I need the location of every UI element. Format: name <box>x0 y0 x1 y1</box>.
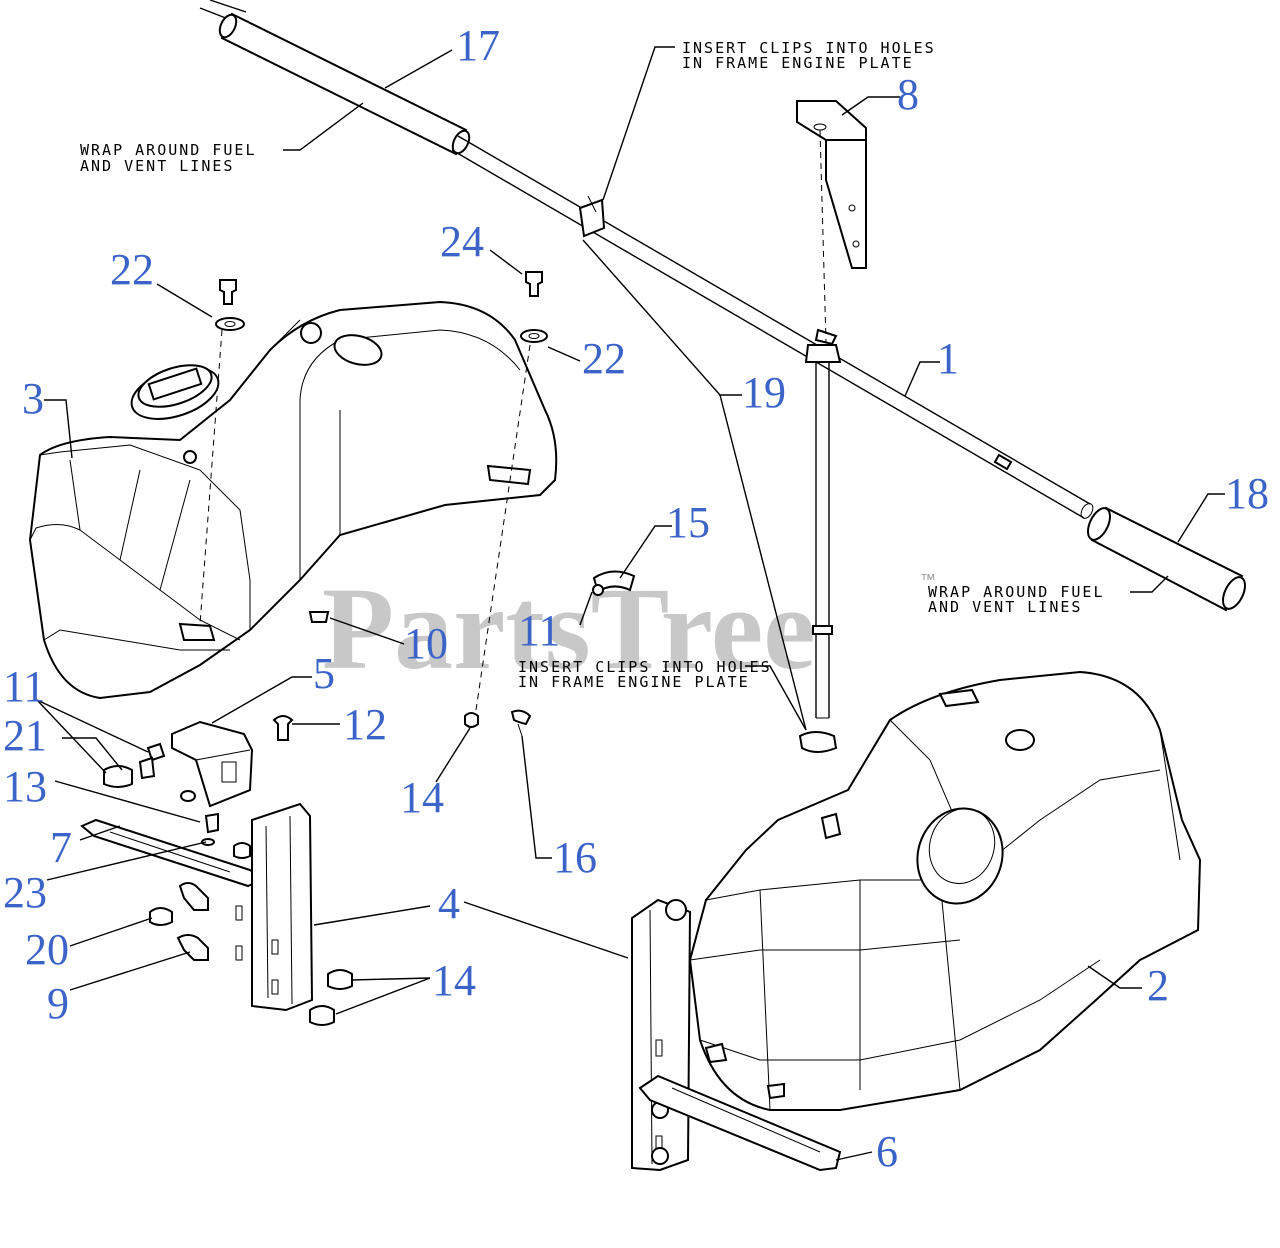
svg-text:INSERT CLIPS INTO HOLES: INSERT CLIPS INTO HOLES <box>518 658 772 676</box>
callout-23: 23 <box>3 868 47 917</box>
svg-text:IN FRAME ENGINE PLATE: IN FRAME ENGINE PLATE <box>518 673 750 691</box>
fuel-line-assembly <box>199 0 1246 753</box>
callout-19: 19 <box>742 368 786 417</box>
callout-18: 18 <box>1225 469 1269 518</box>
cap-part-21 <box>103 765 133 788</box>
bracket-part-8 <box>796 100 867 343</box>
sleeve-part-18 <box>1090 506 1244 612</box>
callout-22-left: 22 <box>110 245 154 294</box>
strap-part-6 <box>638 1074 842 1172</box>
bolt-part-22-left <box>215 279 245 331</box>
callout-21: 21 <box>3 711 47 760</box>
callout-11-right: 11 <box>518 606 560 655</box>
callout-22-right: 22 <box>582 334 626 383</box>
bracket-part-4-left <box>251 802 314 1012</box>
callout-9: 9 <box>47 979 69 1028</box>
note-insert-clips-top: INSERT CLIPS INTO HOLES IN FRAME ENGINE … <box>602 39 936 201</box>
callout-labels: 1 2 3 4 5 6 7 8 9 10 11 11 12 13 14 14 1… <box>3 21 1269 1176</box>
callout-14-right: 14 <box>432 956 476 1005</box>
watermark-text: PartsTree <box>322 563 816 694</box>
clip-part-16 <box>510 709 532 726</box>
callout-7: 7 <box>50 823 72 872</box>
spacer-part-20 <box>149 907 173 926</box>
washer-part-22-right <box>520 329 548 343</box>
callout-20: 20 <box>25 925 69 974</box>
callout-2: 2 <box>1147 961 1169 1010</box>
clip-part-19-top <box>578 198 606 238</box>
callout-24: 24 <box>440 217 484 266</box>
nut-part-14-bottom <box>309 1005 335 1026</box>
sleeve-part-17 <box>220 12 468 156</box>
pin-part-9-top <box>178 882 209 911</box>
callout-17: 17 <box>456 21 500 70</box>
note-wrap-right: WRAP AROUND FUEL AND VENT LINES <box>928 575 1169 616</box>
fuel-tank-part-2 <box>688 670 1202 1111</box>
svg-text:WRAP AROUND FUEL: WRAP AROUND FUEL <box>928 583 1105 601</box>
callout-8: 8 <box>897 70 919 119</box>
clip-part-19-bottom <box>798 731 838 753</box>
svg-text:AND VENT LINES: AND VENT LINES <box>80 157 234 175</box>
pin-part-12 <box>272 715 294 741</box>
pin-part-9 <box>176 934 209 961</box>
svg-text:IN FRAME ENGINE PLATE: IN FRAME ENGINE PLATE <box>682 54 914 72</box>
callout-5: 5 <box>313 649 335 698</box>
callout-10: 10 <box>404 619 448 668</box>
callout-16: 16 <box>553 833 597 882</box>
bracket-part-4-right <box>631 898 692 1172</box>
callout-13: 13 <box>3 762 47 811</box>
callout-6: 6 <box>876 1127 898 1176</box>
callout-3: 3 <box>22 374 44 423</box>
clamp-part-15 <box>592 570 636 594</box>
fitting-part-13 <box>204 812 219 834</box>
grommet-part-14 <box>464 712 479 728</box>
washer-part-23 <box>201 838 215 846</box>
svg-text:WRAP AROUND FUEL: WRAP AROUND FUEL <box>80 141 257 159</box>
fuel-tank-part-3 <box>28 300 558 711</box>
callout-1: 1 <box>937 334 959 383</box>
svg-text:AND VENT LINES: AND VENT LINES <box>928 598 1082 616</box>
callout-4: 4 <box>438 879 460 928</box>
callout-12: 12 <box>343 700 387 749</box>
watermark-trademark: ™ <box>920 572 936 589</box>
note-wrap-left: WRAP AROUND FUEL AND VENT LINES <box>80 102 364 175</box>
bolt-part-24 <box>520 271 548 343</box>
nut-part-14-top <box>327 969 353 990</box>
fitting-part-11 <box>146 742 166 762</box>
callout-11-left: 11 <box>3 662 45 711</box>
bracket-part-5 <box>171 720 254 808</box>
callout-15: 15 <box>666 498 710 547</box>
note-insert-clips-bottom: INSERT CLIPS INTO HOLES IN FRAME ENGINE … <box>518 658 807 731</box>
callout-14-center: 14 <box>400 773 444 822</box>
leader-lines <box>36 49 1225 1161</box>
small-hardware-group <box>80 570 636 1026</box>
svg-text:INSERT CLIPS INTO HOLES: INSERT CLIPS INTO HOLES <box>682 39 936 57</box>
